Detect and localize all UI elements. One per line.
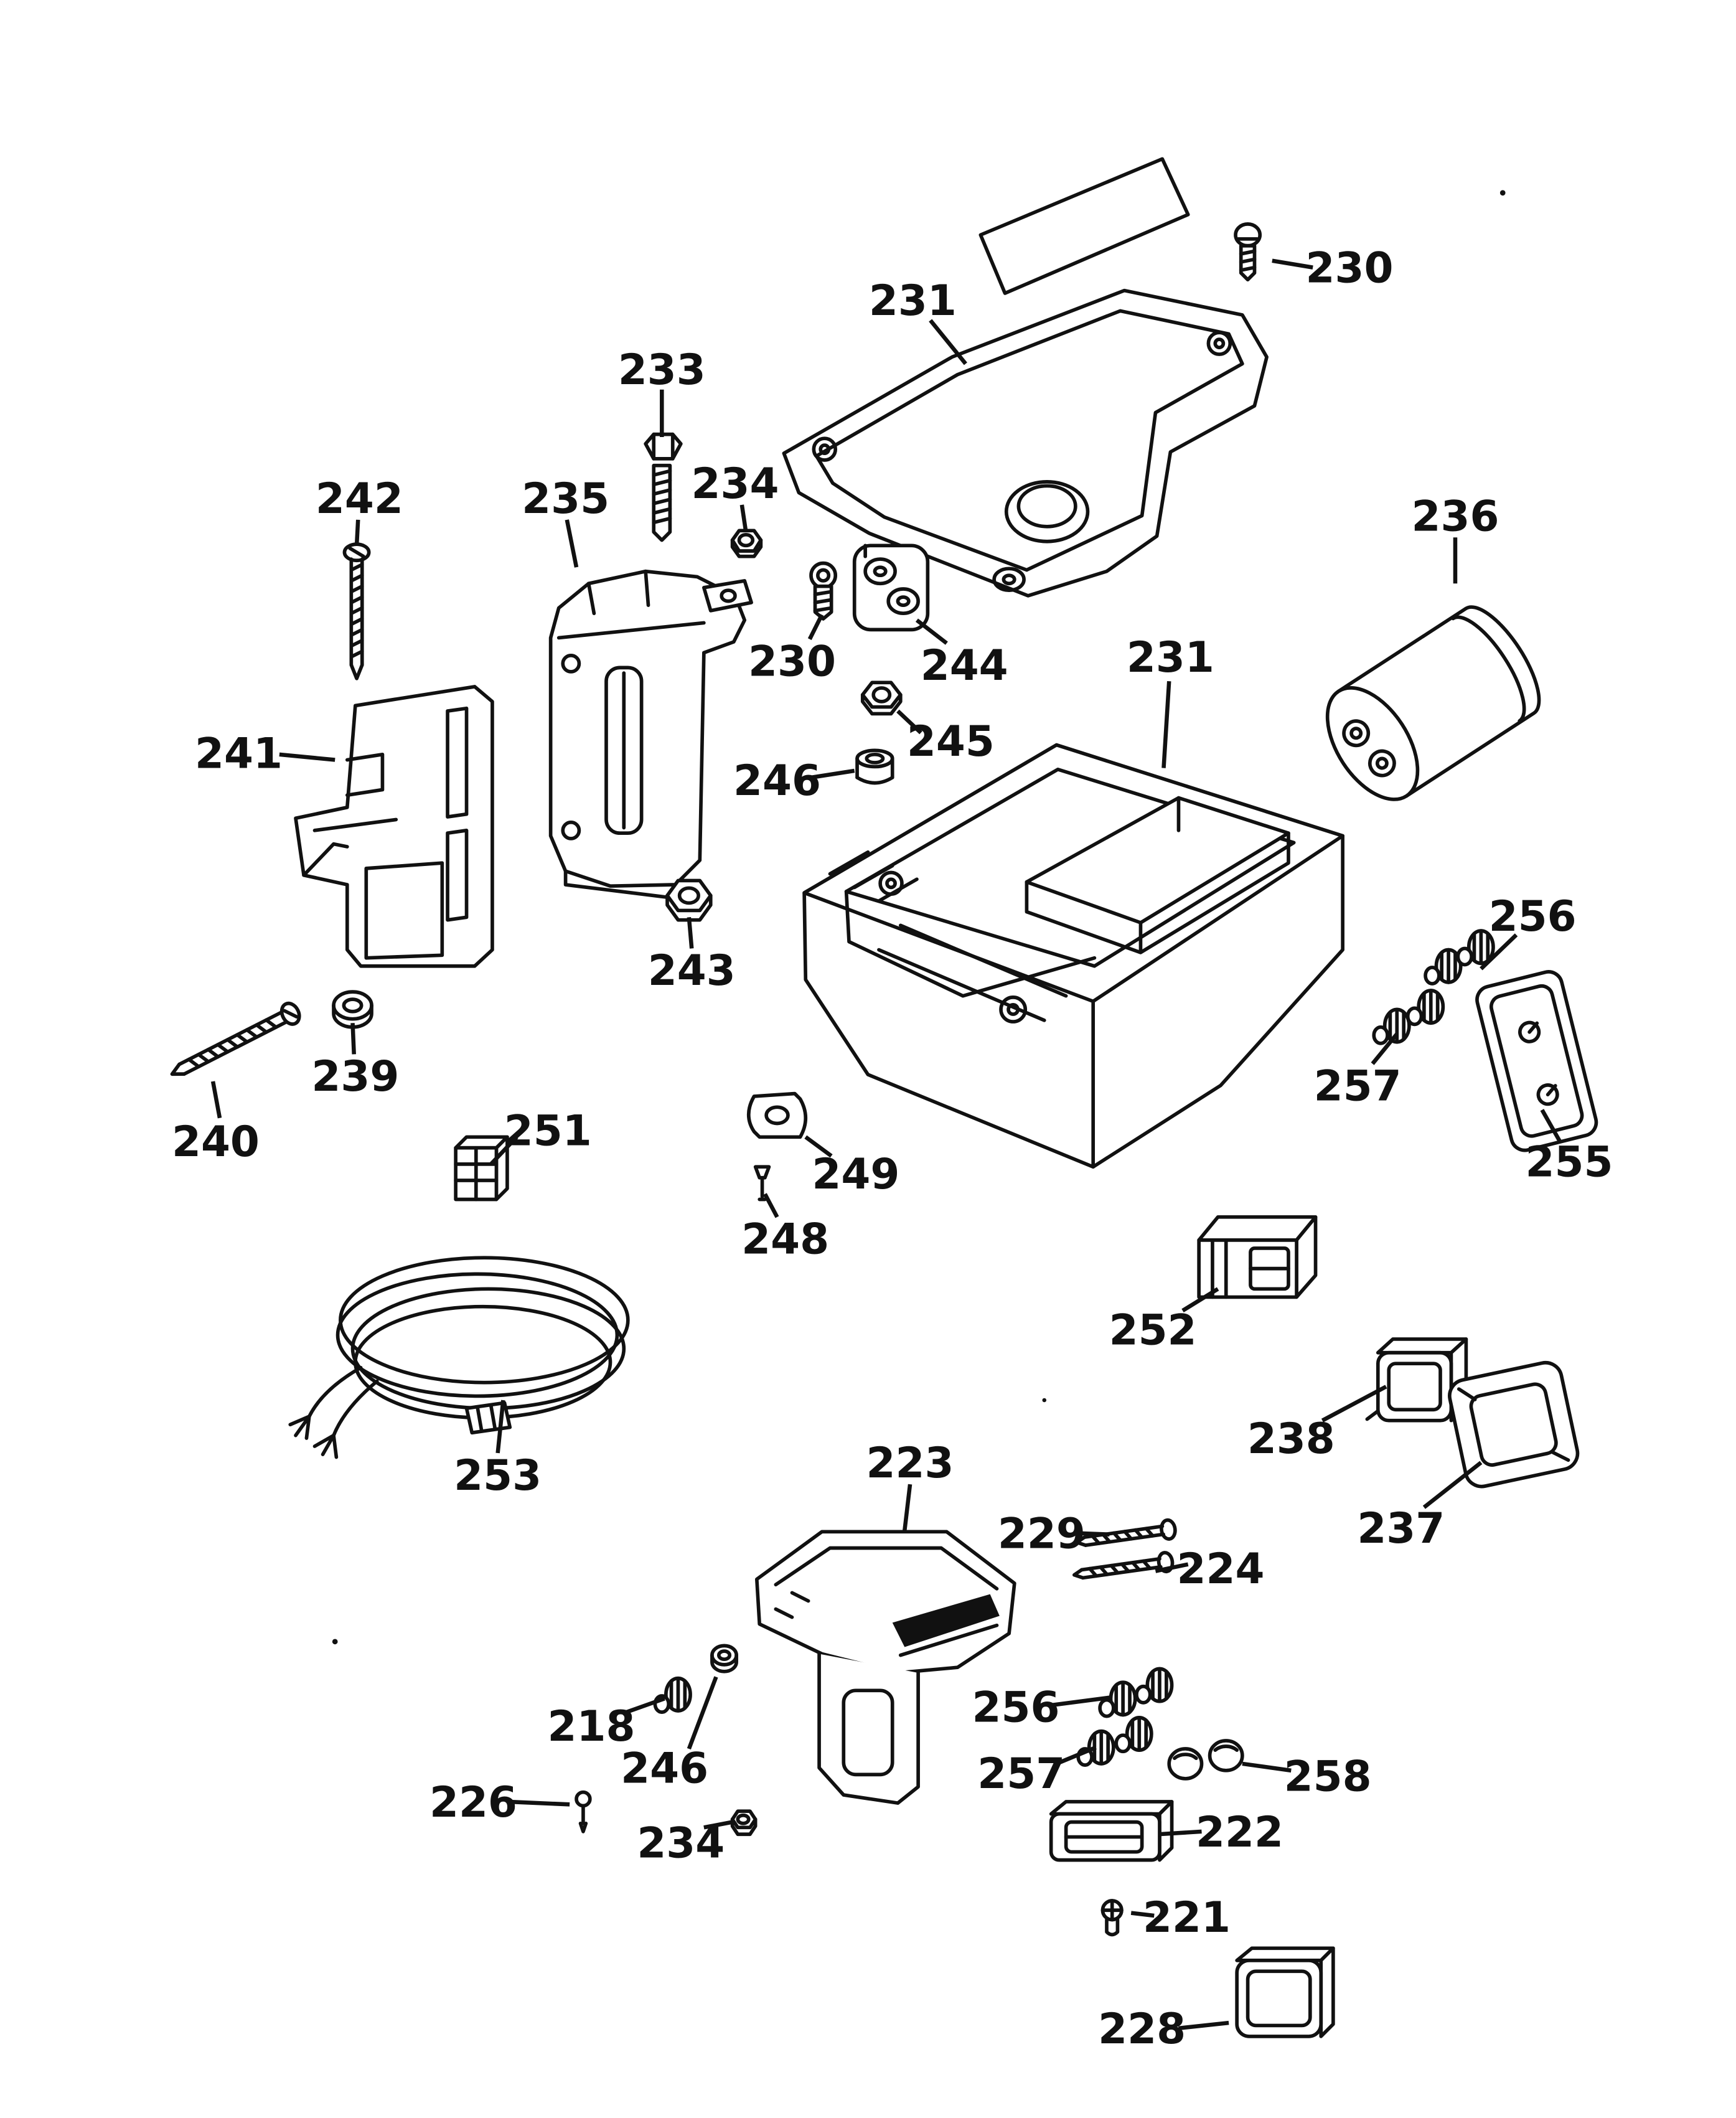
part-label-221: 221 xyxy=(1143,1893,1231,1942)
part-label-229: 229 xyxy=(998,1508,1086,1558)
screw-230-top-illustration xyxy=(1234,222,1262,282)
part-label-231-cover: 231 xyxy=(869,276,957,325)
knob-256-right-illustration xyxy=(1425,931,1493,984)
part-label-256-right: 256 xyxy=(1489,892,1577,941)
part-label-235: 235 xyxy=(522,474,609,523)
washer-246-lower-illustration xyxy=(710,1644,738,1673)
part-labels: 230 231 233 234 242 235 236 230 244 231 … xyxy=(172,243,1613,2053)
screw-229-illustration xyxy=(1075,1518,1177,1547)
scan-specks xyxy=(332,190,1506,1645)
part-label-234-lower: 234 xyxy=(637,1818,725,1867)
part-label-230-mid: 230 xyxy=(748,636,836,685)
cord-253-illustration xyxy=(288,1256,630,1459)
part-label-257-right: 257 xyxy=(1314,1061,1402,1110)
part-label-246-upper: 246 xyxy=(733,756,821,805)
cover-plate-231-illustration xyxy=(782,288,1269,598)
part-label-249: 249 xyxy=(812,1149,899,1198)
main-housing-231-illustration xyxy=(802,743,1344,1169)
cap-258-illustration xyxy=(1169,1741,1242,1779)
part-label-257-lower: 257 xyxy=(977,1749,1065,1798)
part-label-242: 242 xyxy=(316,474,403,523)
nut-234-lower-illustration xyxy=(730,1809,758,1837)
part-label-231-housing: 231 xyxy=(1127,633,1214,682)
bracket-241-illustration xyxy=(294,685,494,968)
screw-224-illustration xyxy=(1072,1551,1175,1580)
switch-222-illustration xyxy=(1049,1800,1174,1862)
plate-255-illustration xyxy=(1475,970,1598,1152)
part-label-256-lower: 256 xyxy=(972,1682,1060,1731)
bracket-223-illustration xyxy=(754,1530,1016,1805)
knob-257-right-illustration xyxy=(1374,991,1443,1043)
knob-218-illustration xyxy=(655,1678,690,1712)
connector-251-illustration xyxy=(454,1135,509,1202)
part-label-228: 228 xyxy=(1098,2004,1186,2053)
part-label-240: 240 xyxy=(172,1117,260,1166)
part-label-251: 251 xyxy=(504,1106,592,1155)
switch-252-illustration xyxy=(1197,1215,1318,1299)
bolt-233-illustration xyxy=(644,432,683,542)
part-label-223: 223 xyxy=(866,1438,954,1487)
knob-256-lower-illustration xyxy=(1100,1669,1171,1716)
leader-lines xyxy=(210,258,1562,2031)
part-label-234-upper: 234 xyxy=(691,459,779,508)
bracket-235-illustration xyxy=(548,569,753,900)
part-label-252: 252 xyxy=(1109,1306,1197,1355)
part-label-224: 224 xyxy=(1177,1544,1265,1593)
part-label-237: 237 xyxy=(1357,1504,1445,1553)
part-label-258: 258 xyxy=(1284,1752,1372,1801)
knob-257-lower-illustration xyxy=(1078,1718,1152,1765)
nut-234-upper-illustration xyxy=(730,529,763,558)
bezel-237-illustration xyxy=(1448,1360,1580,1489)
roller-236-illustration xyxy=(1325,605,1541,801)
screw-230-mid-illustration xyxy=(809,561,838,621)
part-label-239: 239 xyxy=(311,1052,399,1101)
part-label-218: 218 xyxy=(548,1701,636,1751)
part-label-246-lower: 246 xyxy=(621,1743,708,1792)
part-label-253: 253 xyxy=(454,1451,542,1500)
part-label-244: 244 xyxy=(921,641,1008,690)
gasket-illustration xyxy=(978,157,1190,295)
part-label-236: 236 xyxy=(1411,491,1499,540)
nut-245-illustration xyxy=(860,680,903,716)
part-label-226: 226 xyxy=(429,1777,517,1827)
part-label-222: 222 xyxy=(1196,1807,1283,1857)
part-label-245: 245 xyxy=(907,717,995,766)
nut-243-illustration xyxy=(665,878,713,922)
part-label-233: 233 xyxy=(618,345,706,394)
part-label-241: 241 xyxy=(195,729,283,778)
part-label-243: 243 xyxy=(648,946,736,995)
part-label-255: 255 xyxy=(1526,1137,1613,1186)
clip-249-illustration xyxy=(746,1091,807,1139)
clamp-244-illustration xyxy=(852,544,930,632)
screw-240-illustration xyxy=(170,1001,301,1076)
part-label-238: 238 xyxy=(1247,1414,1335,1463)
pin-226-illustration xyxy=(575,1790,592,1833)
screw-242-illustration xyxy=(342,542,371,680)
bushing-246-upper-illustration xyxy=(855,748,894,785)
pin-248-illustration xyxy=(753,1165,771,1202)
grommet-239-illustration xyxy=(332,990,373,1029)
part-label-230-top: 230 xyxy=(1306,243,1394,293)
screw-221-illustration xyxy=(1100,1899,1124,1937)
plate-228-illustration xyxy=(1235,1946,1335,2038)
part-label-248: 248 xyxy=(741,1215,829,1264)
